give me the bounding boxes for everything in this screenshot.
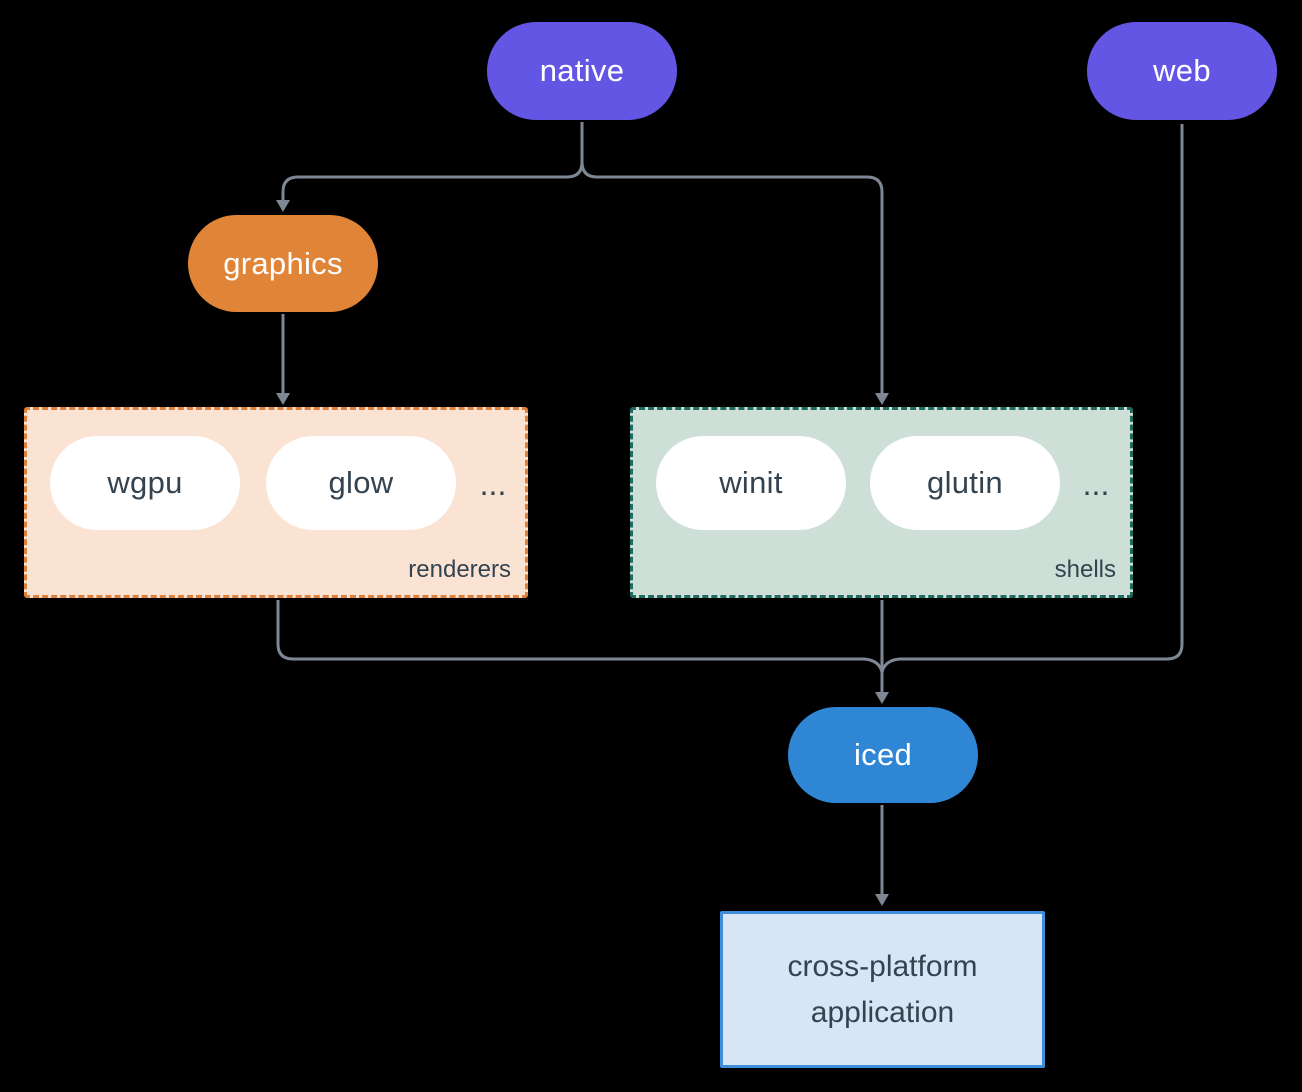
- node-wgpu: wgpu: [50, 436, 240, 530]
- arrowhead-shells: [875, 393, 889, 405]
- node-native-label: native: [539, 53, 625, 88]
- node-wgpu-label: wgpu: [107, 465, 183, 500]
- arrowhead-graphics: [276, 200, 290, 212]
- app-label-line1: cross-platform: [787, 949, 978, 983]
- node-glutin-label: glutin: [927, 465, 1003, 500]
- app-label-line2: application: [810, 995, 955, 1029]
- node-web-label: web: [1153, 53, 1211, 88]
- node-graphics-label: graphics: [223, 245, 343, 281]
- arrowhead-app: [875, 894, 889, 906]
- node-winit: winit: [656, 436, 846, 530]
- edge-renderers-to-iced: [276, 600, 884, 673]
- group-renderers-label: renderers: [408, 556, 511, 583]
- edge-native-to-shells: [580, 161, 884, 394]
- node-iced: iced: [788, 707, 978, 803]
- node-glow: glow: [266, 436, 456, 530]
- renderers-ellipsis: ...: [479, 466, 507, 502]
- node-graphics: graphics: [188, 215, 378, 312]
- arrowhead-iced: [875, 692, 889, 704]
- node-native: native: [487, 22, 677, 120]
- node-glutin: glutin: [870, 436, 1060, 530]
- node-web: web: [1087, 22, 1277, 120]
- node-iced-label: iced: [853, 737, 913, 772]
- group-shells-label: shells: [1054, 556, 1116, 583]
- edge-native-to-graphics: [281, 122, 584, 201]
- edge-web-to-iced: [880, 124, 1184, 673]
- node-glow-label: glow: [328, 465, 394, 500]
- group-renderers: wgpu glow ... renderers: [24, 407, 528, 598]
- arrowhead-renderers: [276, 393, 290, 405]
- node-cross-platform-application: cross-platform application: [720, 911, 1045, 1068]
- node-winit-label: winit: [719, 465, 783, 500]
- group-shells: winit glutin ... shells: [630, 407, 1133, 598]
- shells-ellipsis: ...: [1082, 466, 1110, 502]
